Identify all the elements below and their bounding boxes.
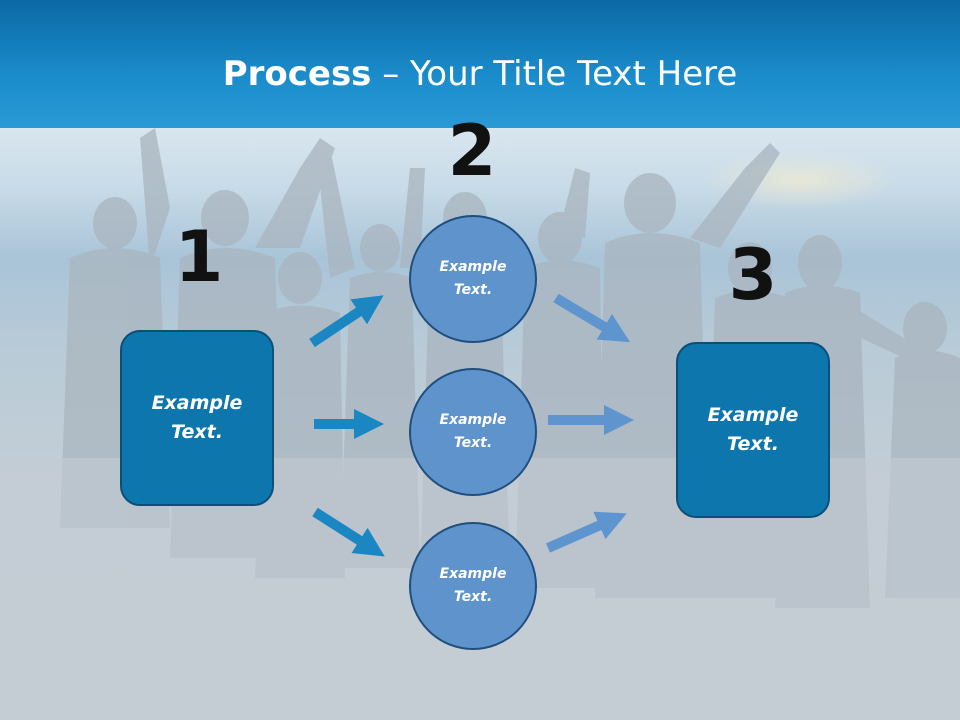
- step-number-3: 3: [728, 234, 778, 316]
- end-box-text: Example Text.: [707, 404, 799, 455]
- circle-top: Example Text.: [409, 215, 537, 343]
- circle-middle: Example Text.: [409, 368, 537, 496]
- start-box-text: Example Text.: [151, 392, 243, 443]
- slide-title: Process – Your Title Text Here: [0, 52, 960, 96]
- title-rest: – Your Title Text Here: [371, 54, 738, 94]
- arrow-box1-to-circle-top: [309, 295, 384, 348]
- circle-middle-text: Example Text.: [439, 412, 507, 451]
- circle-bottom: Example Text.: [409, 522, 537, 650]
- end-box: Example Text.: [676, 342, 830, 518]
- arrow-circle-top-to-box3: [553, 293, 631, 343]
- circle-bottom-text: Example Text.: [439, 566, 507, 605]
- arrow-circle-bottom-to-box3: [545, 511, 627, 553]
- circle-top-text: Example Text.: [439, 259, 507, 298]
- title-bold: Process: [222, 54, 372, 94]
- step-number-2: 2: [447, 110, 497, 192]
- arrow-box1-to-circle-bottom: [312, 507, 385, 557]
- start-box: Example Text.: [120, 330, 274, 506]
- step-number-1: 1: [174, 216, 224, 298]
- header-band: [0, 0, 960, 128]
